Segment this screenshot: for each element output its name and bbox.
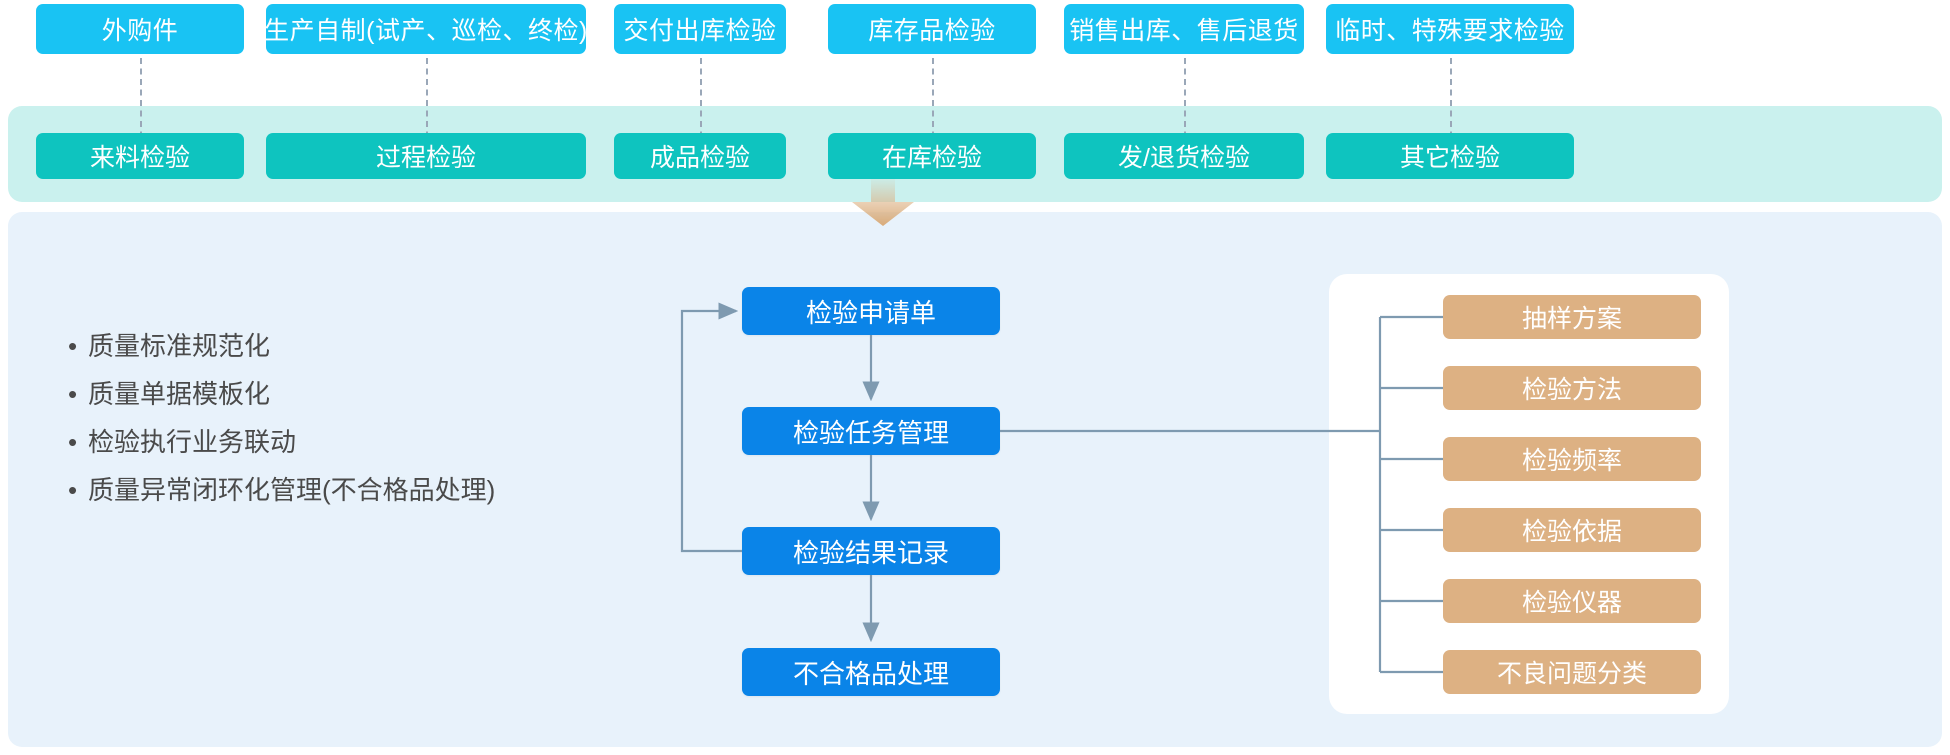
standard-chip-3[interactable]: 检验依据 [1443, 508, 1701, 552]
source-trigger-row: 外购件生产自制(试产、巡检、终检) 交付出库检验库存品检验销售出库、售后退货临时、… [0, 0, 1950, 58]
dashed-connector-2 [700, 58, 702, 148]
inspection-chip-5[interactable]: 其它检验 [1326, 133, 1574, 179]
source-chip-2[interactable]: 交付出库检验 [614, 4, 786, 54]
benefit-label: 检验执行业务联动 [88, 427, 297, 457]
benefit-item: • 质量异常闭环化管理(不合格品处理) [68, 466, 588, 514]
bullet-glyph: • [68, 331, 78, 361]
inspection-chip-2[interactable]: 成品检验 [614, 133, 786, 179]
dashed-connector-3 [932, 58, 934, 148]
source-chip-4[interactable]: 销售出库、售后退货 [1064, 4, 1304, 54]
standards-card [1329, 274, 1729, 714]
standard-chip-4[interactable]: 检验仪器 [1443, 579, 1701, 623]
dashed-connector-1 [426, 58, 428, 148]
benefit-label: 质量标准规范化 [88, 331, 271, 361]
source-chip-5[interactable]: 临时、特殊要求检验 [1326, 4, 1574, 54]
standard-chip-5[interactable]: 不良问题分类 [1443, 650, 1701, 694]
benefit-label: 质量异常闭环化管理(不合格品处理) [88, 475, 496, 505]
inspection-chip-0[interactable]: 来料检验 [36, 133, 244, 179]
bullet-glyph: • [68, 379, 78, 409]
process-step-result-record[interactable]: 检验结果记录 [742, 527, 1000, 575]
dashed-connector-5 [1450, 58, 1452, 148]
inspection-chip-1[interactable]: 过程检验 [266, 133, 586, 179]
benefit-list: • 质量标准规范化 • 质量单据模板化 • 检验执行业务联动 • 质量异常闭环化管理(不… [68, 322, 588, 514]
bullet-glyph: • [68, 475, 78, 505]
standard-chip-1[interactable]: 检验方法 [1443, 366, 1701, 410]
process-step-inspection-request[interactable]: 检验申请单 [742, 287, 1000, 335]
dashed-connector-0 [140, 58, 142, 148]
benefit-item: • 质量标准规范化 [68, 322, 588, 370]
process-step-nonconforming-handling[interactable]: 不合格品处理 [742, 648, 1000, 696]
standard-chip-0[interactable]: 抽样方案 [1443, 295, 1701, 339]
bullet-glyph: • [68, 427, 78, 457]
source-chip-3[interactable]: 库存品检验 [828, 4, 1036, 54]
dashed-connector-4 [1184, 58, 1186, 148]
benefit-label: 质量单据模板化 [88, 379, 271, 409]
source-chip-0[interactable]: 外购件 [36, 4, 244, 54]
inspection-chip-3[interactable]: 在库检验 [828, 133, 1036, 179]
process-step-task-management[interactable]: 检验任务管理 [742, 407, 1000, 455]
flow-down-arrow-icon [852, 178, 914, 226]
benefit-item: • 检验执行业务联动 [68, 418, 588, 466]
benefit-item: • 质量单据模板化 [68, 370, 588, 418]
inspection-chip-4[interactable]: 发/退货检验 [1064, 133, 1304, 179]
source-chip-1[interactable]: 生产自制(试产、巡检、终检) [264, 4, 587, 54]
standard-chip-2[interactable]: 检验频率 [1443, 437, 1701, 481]
